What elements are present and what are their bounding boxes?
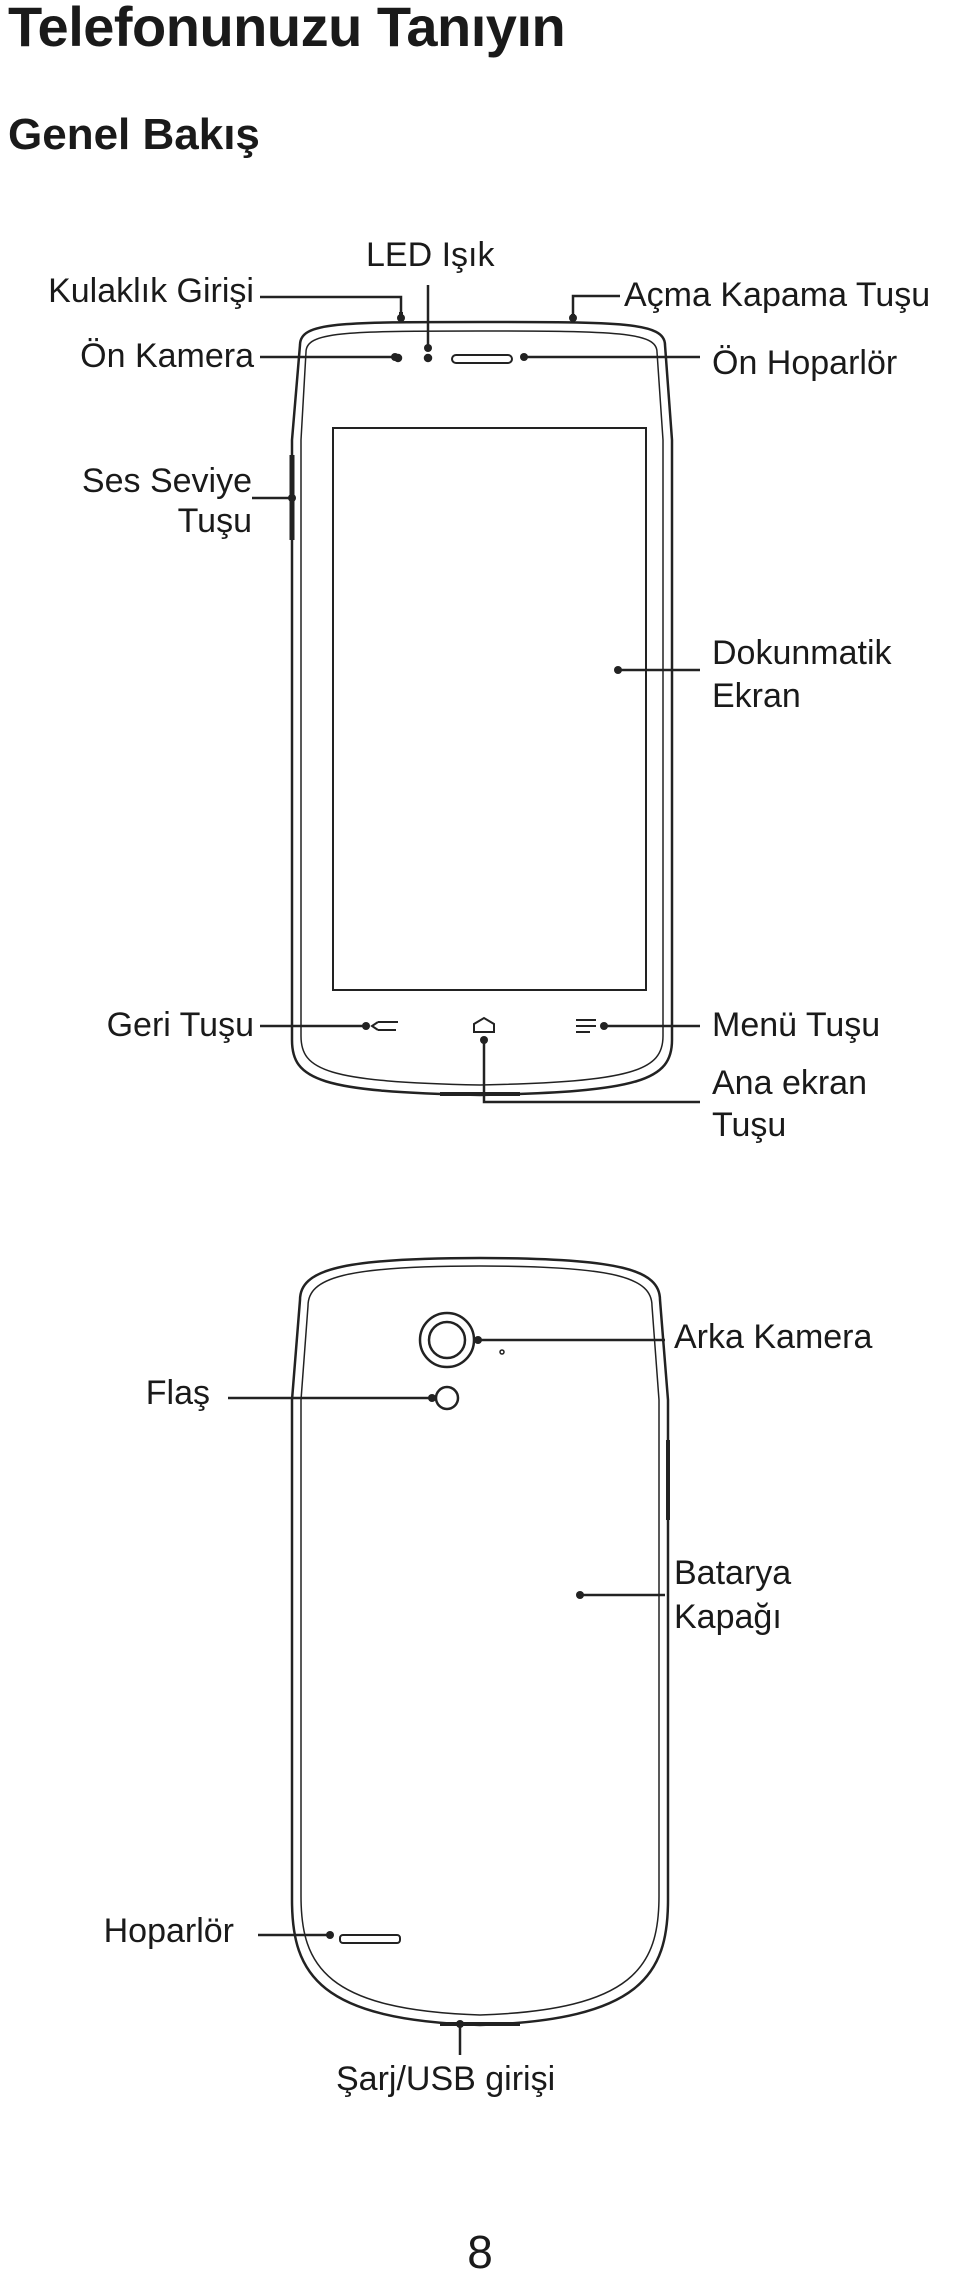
label-back-key: Geri Tuşu	[106, 1006, 254, 1044]
callout-power	[571, 294, 620, 318]
flash-ring	[434, 1385, 460, 1411]
label-home-1: Ana ekran	[712, 1064, 867, 1102]
led-dot	[423, 353, 433, 363]
rear-camera-lens	[427, 1320, 467, 1360]
touch-screen	[332, 427, 647, 991]
page-title: Telefonunuzu Tanıyın	[8, 0, 566, 58]
label-rear-camera: Arka Kamera	[674, 1318, 873, 1356]
front-speaker-grill	[451, 354, 513, 364]
label-battery-2: Kapağı	[674, 1598, 782, 1636]
back-speaker-grill	[339, 1934, 401, 1944]
label-usb: Şarj/USB girişi	[336, 2060, 556, 2098]
front-phone-body	[290, 320, 674, 1097]
label-front-camera: Ön Kamera	[80, 337, 254, 375]
label-power: Açma Kapama Tuşu	[624, 276, 931, 314]
label-front-speaker: Ön Hoparlör	[712, 344, 898, 382]
callout-home	[482, 1040, 700, 1104]
section-title: Genel Bakış	[8, 110, 260, 159]
label-touch-1: Dokunmatik	[712, 634, 892, 672]
label-battery-1: Batarya	[674, 1554, 792, 1592]
label-menu-key: Menü Tuşu	[712, 1006, 881, 1044]
label-headset: Kulaklık Girişi	[48, 272, 254, 310]
back-phone-body	[290, 1256, 670, 2027]
front-phone-inner-rim	[300, 330, 664, 1086]
label-speaker: Hoparlör	[103, 1912, 234, 1950]
home-key-icon	[473, 1016, 495, 1033]
label-flash: Flaş	[145, 1374, 210, 1412]
menu-key-icon	[576, 1019, 596, 1033]
callout-headset	[260, 295, 403, 318]
label-volume-1: Ses Seviye	[81, 462, 252, 500]
back-key-icon	[370, 1021, 398, 1031]
back-phone-inner-rim	[300, 1265, 660, 2016]
label-home-2: Tuşu	[712, 1106, 787, 1144]
rear-mic-dot	[499, 1349, 505, 1355]
label-touch-2: Ekran	[712, 677, 801, 715]
page-number: 8	[467, 2226, 493, 2278]
label-volume-2: Tuşu	[177, 502, 252, 540]
label-led: LED Işık	[366, 236, 495, 274]
